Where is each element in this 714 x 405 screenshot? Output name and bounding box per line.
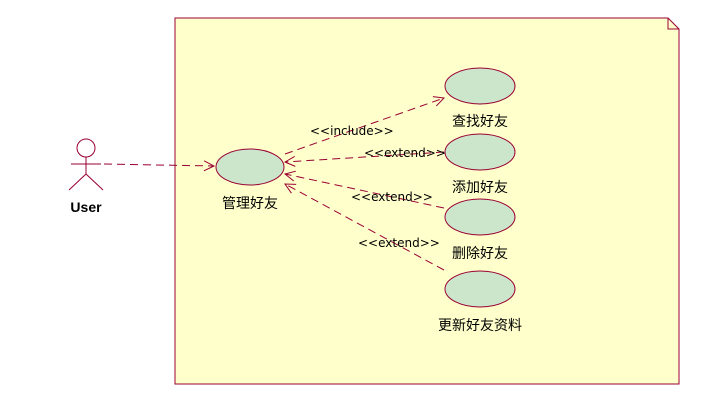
relation-extend-add[interactable] bbox=[285, 151, 445, 162]
extend-label-add: <<extend>> bbox=[364, 146, 446, 160]
use-case-ellipse bbox=[215, 148, 285, 186]
include-label: <<include>> bbox=[310, 124, 394, 138]
relation-association[interactable] bbox=[103, 164, 214, 166]
use-case-ellipse bbox=[444, 270, 516, 308]
use-case-label: 添加好友 bbox=[452, 180, 508, 196]
use-case-label: 查找好友 bbox=[452, 114, 508, 130]
relation-extend-update[interactable] bbox=[285, 184, 445, 271]
use-case-search[interactable]: 查找好友 bbox=[444, 67, 516, 130]
actor-user[interactable]: User bbox=[68, 138, 104, 215]
actor-leg-left bbox=[68, 173, 87, 191]
relations bbox=[103, 98, 445, 271]
boundary-fold bbox=[667, 18, 679, 30]
relation-extend-delete[interactable] bbox=[285, 174, 445, 209]
system-boundary[interactable] bbox=[174, 17, 680, 385]
use-case-ellipse bbox=[444, 133, 516, 171]
actor-leg-right bbox=[85, 173, 104, 191]
relation-include-search[interactable] bbox=[284, 98, 444, 155]
extend-label-delete: <<extend>> bbox=[351, 190, 433, 204]
actor-label: User bbox=[70, 199, 102, 215]
use-case-add[interactable]: 添加好友 bbox=[444, 133, 516, 196]
use-case-ellipse bbox=[444, 198, 516, 236]
use-case-ellipse bbox=[444, 67, 516, 105]
use-case-label: 更新好友资料 bbox=[438, 318, 522, 334]
actor-head bbox=[76, 138, 96, 158]
extend-label-update: <<extend>> bbox=[358, 236, 440, 250]
use-case-update[interactable]: 更新好友资料 bbox=[438, 270, 522, 334]
use-case-delete[interactable]: 删除好友 bbox=[444, 198, 516, 262]
use-case-manage[interactable]: 管理好友 bbox=[215, 148, 285, 212]
use-case-label: 管理好友 bbox=[222, 196, 278, 212]
use-case-label: 删除好友 bbox=[452, 246, 508, 262]
